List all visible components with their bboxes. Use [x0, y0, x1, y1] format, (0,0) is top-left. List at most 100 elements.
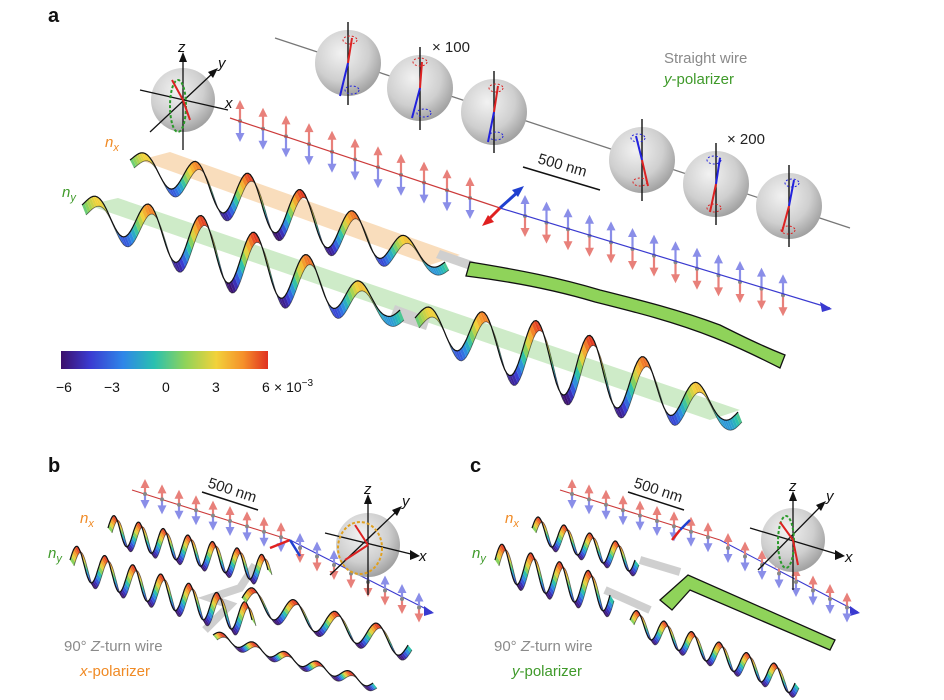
polarizer-label-c: y-polarizer — [511, 663, 582, 680]
colorbar-tick-0: −6 — [56, 379, 72, 395]
spin-arrow — [414, 592, 424, 623]
wire-label-straight: Straight wire — [664, 50, 747, 67]
colorbar-tick-3: 3 — [212, 379, 220, 395]
spin-arrow — [396, 153, 406, 196]
spin-arrow — [140, 479, 150, 509]
nx-label-a: nx — [105, 134, 119, 154]
spin-arrow — [740, 541, 750, 572]
wave-ribbon — [107, 514, 273, 585]
ny-label-a: ny — [62, 184, 77, 204]
spin-arrow — [191, 495, 201, 526]
spin-arrow — [584, 484, 594, 515]
spin-waves-c — [494, 516, 800, 698]
spin-arrow — [329, 550, 339, 580]
spin-arrows-c — [567, 479, 852, 623]
green-strip-wire — [465, 261, 786, 369]
wave-ribbon — [212, 631, 378, 692]
polarizer-label-b: x-polarizer — [79, 663, 150, 680]
scale-bar-b — [201, 491, 259, 511]
spin-arrow — [542, 201, 551, 244]
spin-arrow — [259, 516, 269, 547]
spin-arrow — [601, 489, 611, 520]
spin-arrow — [235, 100, 245, 142]
svg-text:y: y — [401, 493, 411, 510]
wave-ribbon — [81, 195, 405, 327]
svg-text:z: z — [363, 481, 372, 498]
wave-ribbon — [69, 545, 257, 636]
svg-text:x: x — [418, 548, 427, 565]
wave-ribbon — [494, 543, 615, 618]
spin-arrow — [208, 500, 218, 531]
svg-text:y: y — [825, 488, 835, 505]
spin-waves-b — [69, 514, 413, 692]
blue-axis-line — [499, 207, 831, 309]
panel-c: c 500 nm z y x nx ny 90° Z-tu — [470, 455, 860, 698]
spin-arrow — [276, 522, 286, 553]
panel-label-c: c — [470, 455, 481, 477]
magnification-100: × 100 — [432, 39, 470, 56]
colorbar-tick-4: 6 — [262, 379, 270, 395]
polarizer-label-a: y-polarizer — [663, 71, 734, 88]
colorbar-tick-2: 0 — [162, 379, 170, 395]
spin-waves-a — [81, 152, 743, 431]
spin-arrow — [304, 123, 314, 166]
spin-arrow — [686, 516, 696, 547]
wave-ribbon — [241, 587, 413, 661]
panel-a: a × 100 — [48, 5, 851, 431]
wave-ribbon — [414, 306, 743, 431]
spin-arrow — [635, 500, 645, 531]
spin-arrow — [397, 584, 407, 614]
colorbar: −6 −3 0 3 6 × 10−3 — [56, 351, 313, 395]
spin-arrow — [723, 533, 733, 563]
bloch-sphere-5 — [683, 143, 749, 225]
svg-text:x: x — [224, 95, 233, 112]
coordinate-sphere-a: z y x — [139, 39, 233, 150]
spin-arrow — [671, 241, 680, 284]
ny-label-b: ny — [48, 545, 63, 565]
wave-ribbon — [629, 610, 800, 698]
svg-text:y: y — [217, 55, 227, 72]
spin-arrow — [225, 506, 235, 536]
panel-label-a: a — [48, 5, 60, 27]
spin-arrow — [825, 584, 835, 614]
panel-b: b 500 nm z y x nx ny 90° Z-tu — [48, 455, 434, 692]
coordinate-sphere-c: z y x — [749, 478, 853, 590]
svg-text:x: x — [844, 549, 853, 566]
scale-bar-c — [627, 491, 685, 511]
bloch-spheres-a: × 100 × 200 — [315, 22, 822, 247]
spin-arrow — [242, 511, 252, 542]
bloch-sphere-2 — [387, 47, 453, 130]
spin-arrow — [703, 522, 713, 553]
spin-arrow — [380, 575, 390, 606]
spin-arrow — [692, 247, 702, 290]
spin-arrow — [652, 506, 662, 536]
nx-label-c: nx — [505, 510, 519, 530]
spin-arrow — [465, 177, 475, 219]
spin-arrow — [327, 130, 337, 173]
panel-label-b: b — [48, 455, 60, 477]
wire-label-b: 90° Z-turn wire — [64, 638, 163, 655]
bloch-sphere-3 — [461, 71, 527, 153]
colorbar-unit: × 10−3 — [274, 378, 313, 395]
magnification-200: × 200 — [727, 131, 765, 148]
spin-arrow — [808, 575, 818, 606]
spin-arrow — [295, 533, 305, 563]
colorbar-gradient — [61, 351, 268, 369]
wave-ribbon — [129, 152, 450, 276]
spin-arrow — [520, 195, 530, 237]
spin-arrow — [778, 274, 788, 317]
colorbar-tick-1: −3 — [104, 379, 120, 395]
spin-arrow — [174, 489, 184, 520]
red-axis-line — [229, 117, 501, 209]
ny-label-c: ny — [472, 545, 487, 565]
bloch-sphere-1 — [315, 22, 381, 105]
spin-arrow — [312, 541, 322, 572]
spin-arrow — [157, 484, 167, 515]
bloch-sphere-4 — [609, 119, 675, 201]
spin-arrow — [842, 592, 852, 623]
wave-ribbon — [531, 516, 640, 577]
spin-arrow — [618, 495, 628, 526]
spin-arrow — [281, 115, 291, 158]
scale-bar-label-a: 500 nm — [536, 151, 589, 181]
